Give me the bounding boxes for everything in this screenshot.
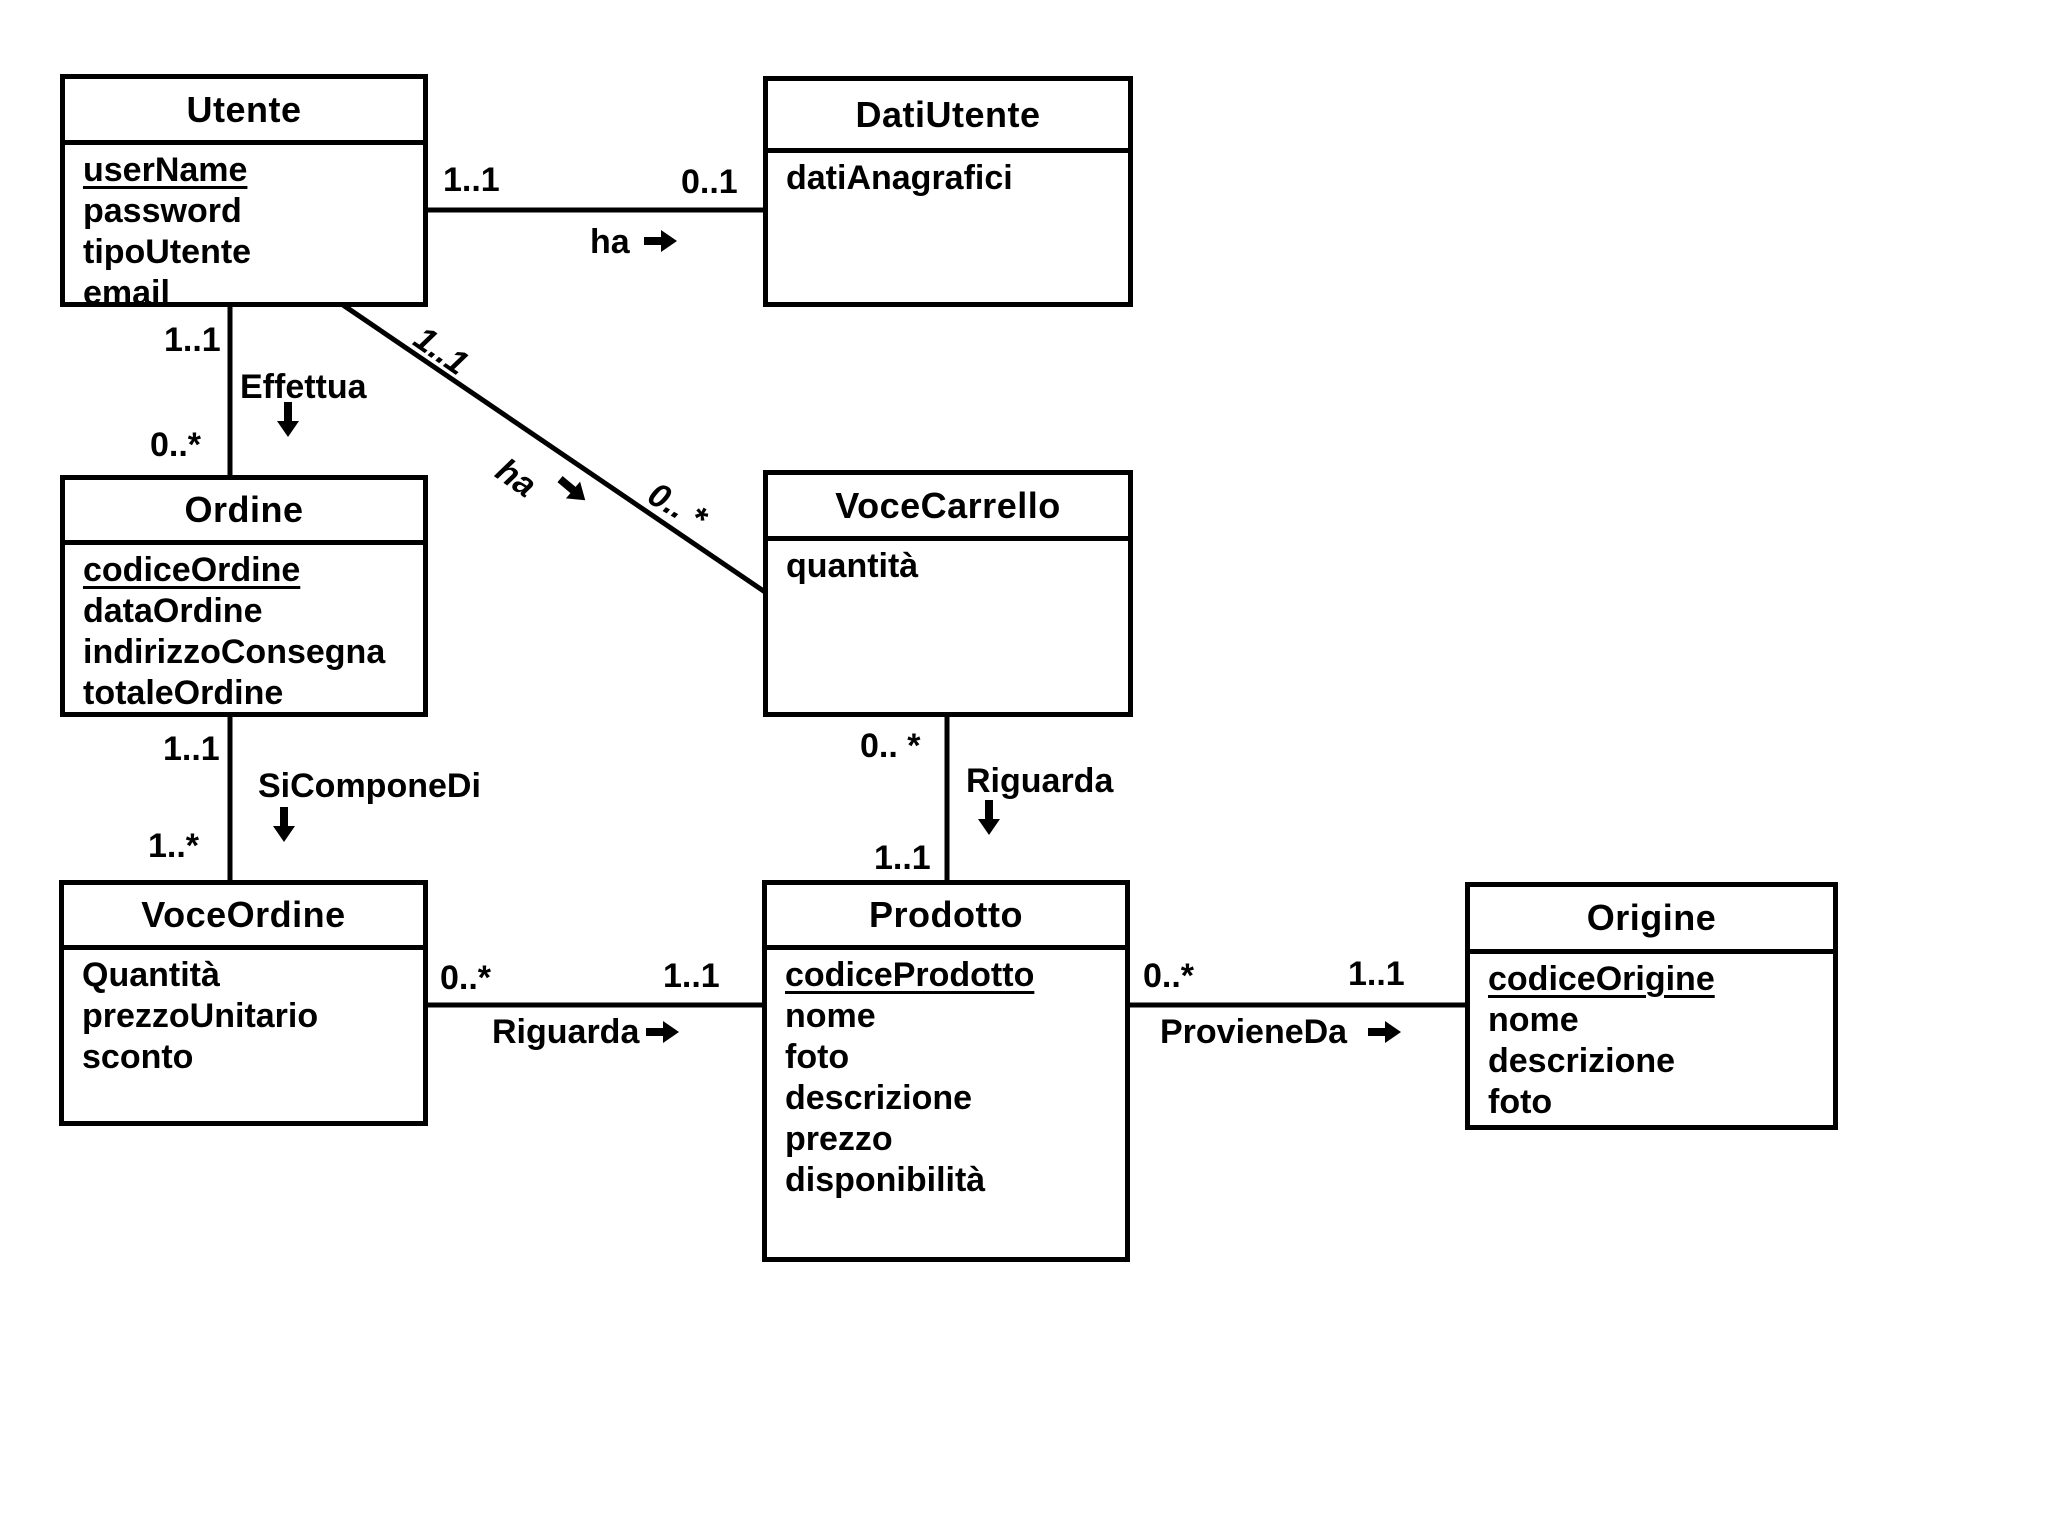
class-attributes: Quantità prezzoUnitario sconto bbox=[64, 950, 423, 1078]
class-vocecarrello: VoceCarrello quantità bbox=[763, 470, 1133, 717]
arrow-right-icon bbox=[644, 230, 677, 252]
association-label-effettua: Effettua bbox=[240, 368, 367, 406]
multiplicity-voceordine-side: 1..* bbox=[148, 827, 200, 865]
attribute: datiAnagrafici bbox=[786, 159, 1013, 197]
multiplicity-utente-side: 1..1 bbox=[164, 321, 221, 359]
class-attributes: codiceProdotto nome foto descrizione pre… bbox=[767, 950, 1125, 1201]
attribute: disponibilità bbox=[785, 1161, 986, 1199]
class-title: Origine bbox=[1470, 887, 1833, 954]
class-prodotto: Prodotto codiceProdotto nome foto descri… bbox=[762, 880, 1130, 1262]
class-title: Utente bbox=[65, 79, 423, 145]
multiplicity-prodotto-side: 1..1 bbox=[874, 839, 931, 877]
class-origine: Origine codiceOrigine nome descrizione f… bbox=[1465, 882, 1838, 1130]
attribute: foto bbox=[1488, 1083, 1553, 1121]
class-title: VoceCarrello bbox=[768, 475, 1128, 541]
attribute: dataOrdine bbox=[83, 592, 263, 630]
attribute: tipoUtente bbox=[83, 233, 252, 271]
arrow-down-right-icon bbox=[557, 476, 586, 501]
attribute: totaleOrdine bbox=[83, 674, 284, 712]
association-label-riguarda: Riguarda bbox=[492, 1013, 640, 1051]
arrow-right-icon bbox=[646, 1021, 679, 1043]
class-attributes: quantità bbox=[768, 541, 1128, 587]
association-label-ha: ha bbox=[590, 223, 630, 261]
class-attributes: codiceOrdine dataOrdine indirizzoConsegn… bbox=[65, 545, 423, 714]
association-label-provieneda: ProvieneDa bbox=[1160, 1013, 1348, 1051]
class-datiutente: DatiUtente datiAnagrafici bbox=[763, 76, 1133, 307]
association-line-ha-vocecarrello bbox=[341, 302, 767, 595]
class-voceordine: VoceOrdine Quantità prezzoUnitario scont… bbox=[59, 880, 428, 1126]
association-label-sicomponedi: SiComponeDi bbox=[258, 767, 481, 805]
attribute: password bbox=[83, 192, 242, 230]
attribute: prezzoUnitario bbox=[82, 997, 319, 1035]
attribute: quantità bbox=[786, 547, 919, 585]
attribute: descrizione bbox=[785, 1079, 973, 1117]
association-label-riguarda: Riguarda bbox=[966, 762, 1114, 800]
multiplicity-origine-side: 1..1 bbox=[1348, 955, 1405, 993]
multiplicity-ordine-side: 1..1 bbox=[163, 730, 220, 768]
multiplicity-voceordine-side: 0..* bbox=[440, 959, 492, 997]
attribute: foto bbox=[785, 1038, 850, 1076]
attribute: nome bbox=[785, 997, 876, 1035]
attribute-primary: userName bbox=[83, 151, 248, 189]
arrow-right-icon bbox=[1368, 1021, 1401, 1043]
arrow-down-icon bbox=[277, 402, 299, 437]
arrow-down-icon bbox=[978, 800, 1000, 835]
attribute-primary: codiceProdotto bbox=[785, 956, 1035, 994]
attribute: nome bbox=[1488, 1001, 1579, 1039]
arrow-down-icon bbox=[273, 807, 295, 842]
class-title: Prodotto bbox=[767, 885, 1125, 950]
attribute: Quantità bbox=[82, 956, 220, 994]
attribute: prezzo bbox=[785, 1120, 893, 1158]
attribute-primary: codiceOrigine bbox=[1488, 960, 1715, 998]
class-attributes: userName password tipoUtente email bbox=[65, 145, 423, 314]
multiplicity-datiutente-side: 0..1 bbox=[681, 163, 738, 201]
class-title: DatiUtente bbox=[768, 81, 1128, 153]
multiplicity-prodotto-side: 0..* bbox=[1143, 957, 1195, 995]
attribute: descrizione bbox=[1488, 1042, 1676, 1080]
multiplicity-utente-side: 1..1 bbox=[443, 161, 500, 199]
class-ordine: Ordine codiceOrdine dataOrdine indirizzo… bbox=[60, 475, 428, 717]
attribute: email bbox=[83, 274, 170, 312]
class-attributes: datiAnagrafici bbox=[768, 153, 1128, 199]
attribute: sconto bbox=[82, 1038, 194, 1076]
multiplicity-prodotto-side: 1..1 bbox=[663, 957, 720, 995]
class-attributes: codiceOrigine nome descrizione foto bbox=[1470, 954, 1833, 1123]
class-title: Ordine bbox=[65, 480, 423, 545]
attribute: indirizzoConsegna bbox=[83, 633, 386, 671]
attribute-primary: codiceOrdine bbox=[83, 551, 301, 589]
class-title: VoceOrdine bbox=[64, 885, 423, 950]
class-utente: Utente userName password tipoUtente emai… bbox=[60, 74, 428, 312]
multiplicity-ordine-side: 0..* bbox=[150, 426, 202, 464]
multiplicity-vocecarrello-side: 0.. * bbox=[860, 727, 921, 765]
